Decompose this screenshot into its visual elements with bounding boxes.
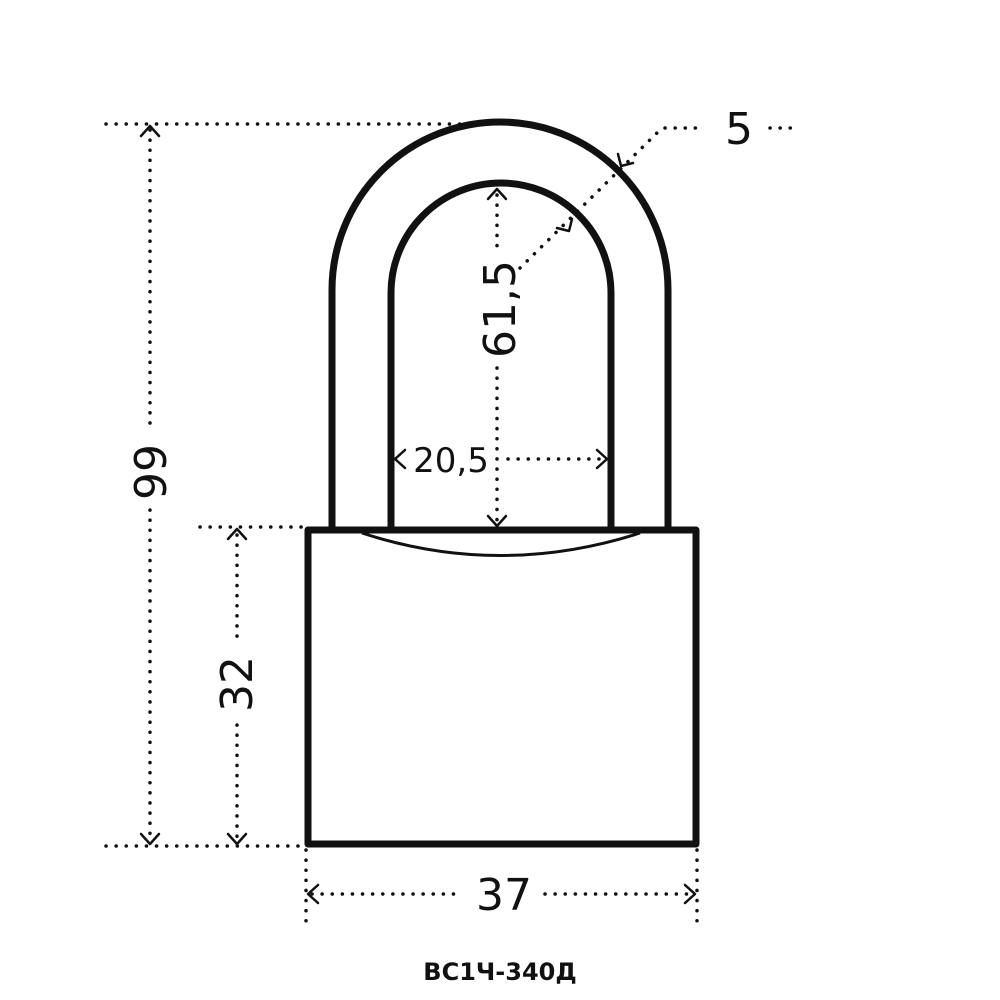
arrowhead-down-icon <box>486 514 508 528</box>
lock-body-top-curve <box>361 531 641 557</box>
shackle-inner-outline <box>387 179 615 532</box>
arrowhead-inner-icon <box>555 217 574 233</box>
lock-body <box>304 526 700 848</box>
shackle-inner-width-dimension: 20,5 <box>393 441 609 481</box>
total-height-label: 99 <box>126 444 177 500</box>
body-height-label: 32 <box>212 656 263 712</box>
body-width-label: 37 <box>476 870 532 921</box>
arrowhead-up-icon <box>486 187 508 201</box>
arrowhead-up-icon <box>226 527 248 541</box>
shackle-inner-height-dimension: 61,5 <box>475 187 526 528</box>
shackle-inner-width-label: 20,5 <box>413 441 489 481</box>
shackle-thickness-label: 5 <box>725 104 753 155</box>
arrowhead-left-icon <box>306 883 320 905</box>
arrowhead-outer-icon <box>616 152 635 168</box>
arrowhead-down-icon <box>226 832 248 846</box>
body-height-dimension: 32 <box>212 527 263 846</box>
total-height-dimension: 99 <box>126 124 177 846</box>
arrowhead-left-icon <box>393 448 407 470</box>
shackle-outer-outline <box>328 118 672 532</box>
arrowhead-up-icon <box>139 124 161 138</box>
shackle-inner-height-label: 61,5 <box>475 260 526 358</box>
arrowhead-right-icon <box>683 883 697 905</box>
lock-body-outline <box>304 526 700 848</box>
arrowhead-down-icon <box>139 832 161 846</box>
body-width-dimension: 37 <box>306 870 697 921</box>
shackle-thickness-dimension: 5 <box>518 104 794 270</box>
shackle <box>328 118 672 532</box>
arrowhead-right-icon <box>595 448 609 470</box>
model-label: ВС1Ч-340Д <box>423 958 577 986</box>
extension-lines <box>104 122 699 932</box>
